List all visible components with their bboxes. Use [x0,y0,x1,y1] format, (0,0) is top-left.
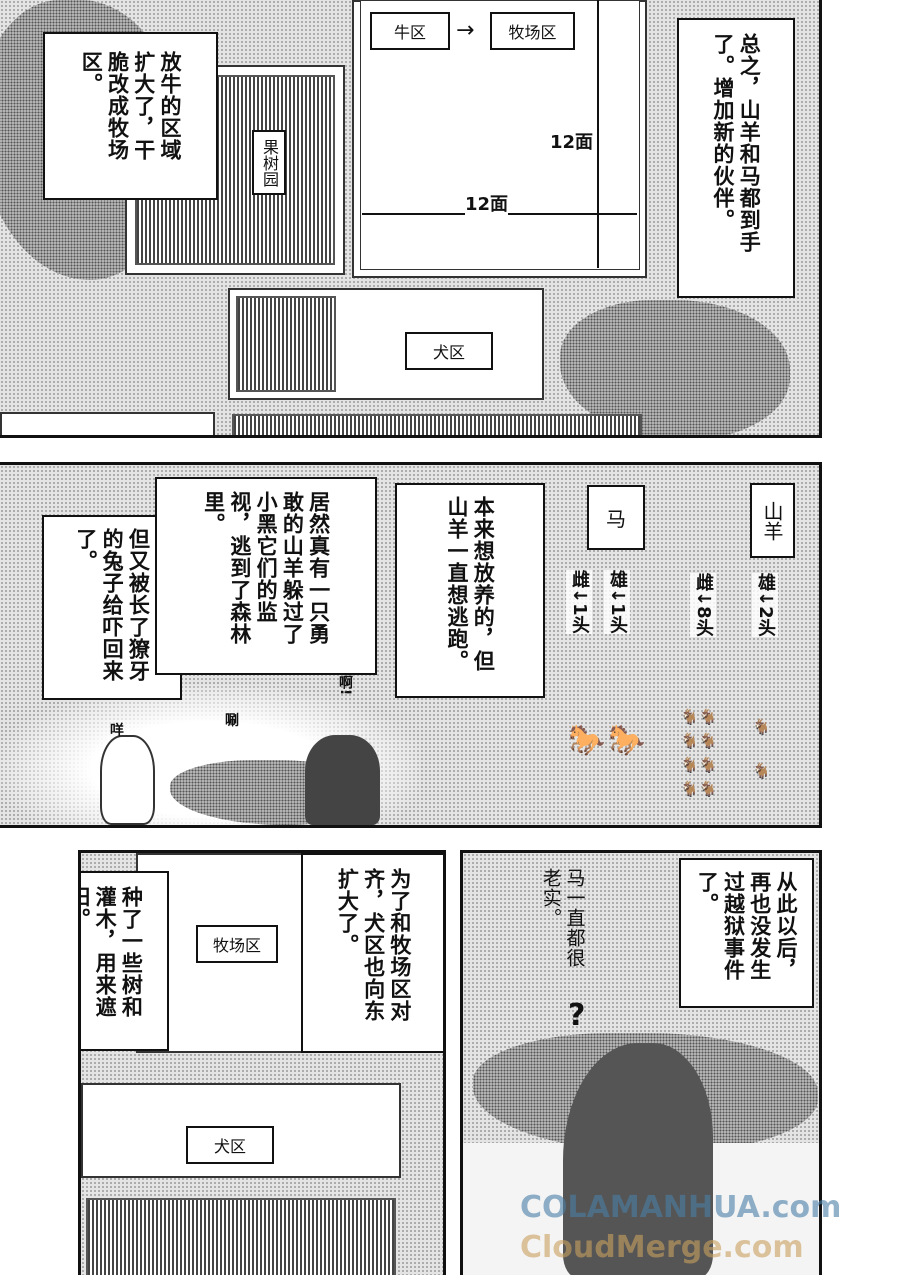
arrow-right-icon: → [456,18,475,43]
ranch-zone-label: 牧场区 [490,12,575,50]
caption-box: 居然真有一只勇敢的山羊躲过了小黑它们的监视，逃到了森林里。 [155,477,377,675]
sfx-rustle: 唰 [225,713,239,729]
height-arrow [597,0,599,268]
sfx-surprise: 啊! [337,675,353,696]
horse-icon: 🐎 [568,723,606,758]
panel-horse: ? 马一直都很老实。 从此以后，再也没发生过越狱事件了。 [460,850,822,1275]
goat-female-count: 雌↓8头 [690,573,716,637]
goat-icons-female: 🐐🐐 🐐🐐 🐐🐐 🐐🐐 [680,708,718,798]
field [232,414,642,435]
fence [0,412,215,435]
caption-box: 为了和牧场区对齐，犬区也向东扩大了。 [301,853,443,1053]
field [86,1198,396,1275]
dog-zone-label: 犬区 [405,332,493,370]
caption-box: 从此以后，再也没发生过越狱事件了。 [679,858,814,1008]
caption-text: 总之，山羊和马都到手了。增加新的伙伴。 [711,33,762,253]
caption-box: 本来想放养的，但山羊一直想逃跑。 [395,483,545,698]
dog-zone-field [236,296,336,392]
caption-text: 居然真有一只勇敢的山羊躲过了小黑它们的监视，逃到了森林里。 [201,491,331,645]
handwritten-note: 马一直都很老实。 [539,868,586,968]
question-mark: ? [568,998,586,1033]
goat-icons-male: 🐐 🐐 [752,718,771,780]
caption-box: 种了一些树和灌木，用来遮阳。 [78,871,169,1051]
panel-map: 果树园 牛区 → 牧场区 12面 12面 犬区 放牛的区域扩大了，干脆改成牧场区… [0,0,822,438]
horse-drawing [563,1043,713,1275]
caption-box: 放牛的区域扩大了，干脆改成牧场区。 [43,32,218,200]
goat-male-count: 雄↓2头 [752,573,778,637]
caption-text: 从此以后，再也没发生过越狱事件了。 [695,870,798,981]
height-label: 12面 [550,128,594,154]
black-dog-silhouette [305,735,380,825]
panel-goats: 咩 唰 啊! 但又被长了獠牙的兔子给吓回来了。 居然真有一只勇敢的山羊躲过了小黑… [0,462,822,828]
horse-label: 马 [587,485,645,550]
panel-map-2: 牧场区 犬区 种了一些树和灌木，用来遮阳。 为了和牧场区对齐，犬区也向东扩大了。 [78,850,446,1275]
ranch-zone-label: 牧场区 [196,925,278,963]
sfx-goat: 咩 [110,723,124,739]
dog-zone-label: 犬区 [186,1126,274,1164]
caption-text: 但又被长了獠牙的兔子给吓回来了。 [73,527,151,682]
goat-label: 山羊 [750,483,795,558]
orchard-label: 果树园 [252,130,286,195]
forest [560,300,790,435]
watermark: CloudMerge.com [520,1230,804,1265]
caption-box: 总之，山羊和马都到手了。增加新的伙伴。 [677,18,795,298]
horse-icon: 🐎 [608,723,646,758]
caption-text: 种了一些树和灌木，用来遮阳。 [78,886,144,1018]
width-label: 12面 [465,190,509,216]
watermark: COLAMANHUA.com [520,1190,842,1225]
caption-text: 放牛的区域扩大了，干脆改成牧场区。 [79,51,182,161]
caption-text: 为了和牧场区对齐，犬区也向东扩大了。 [335,868,412,1022]
cattle-zone-label: 牛区 [370,12,450,50]
horse-male-count: 雄↓1头 [604,570,630,634]
horse-female-count: 雌↓1头 [566,570,592,634]
caption-text: 本来想放养的，但山羊一直想逃跑。 [445,495,496,672]
goat-drawing [100,735,155,825]
